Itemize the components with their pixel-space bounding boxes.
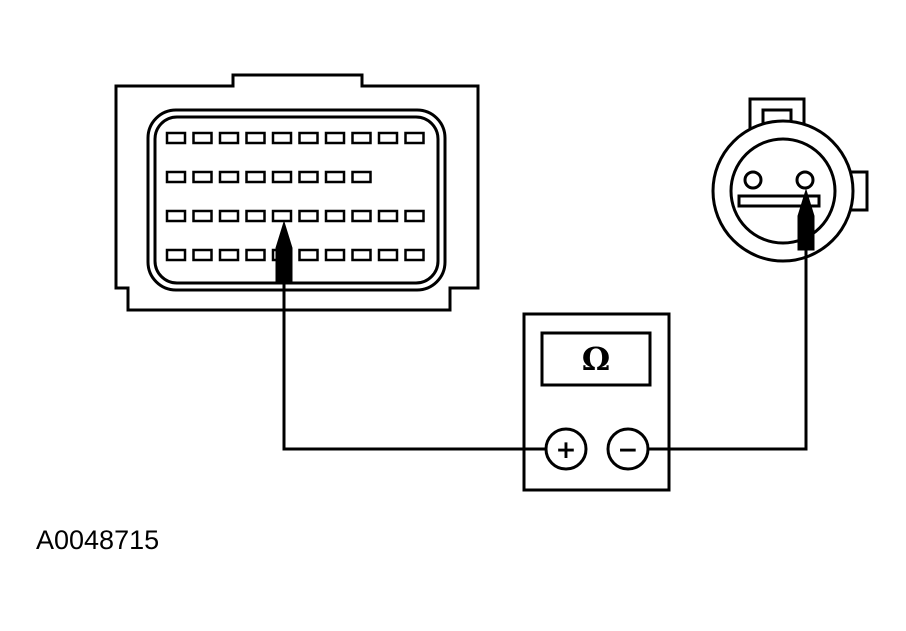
connector-pin-r3-5 <box>271 209 293 223</box>
connector-pin-r1-5 <box>271 131 293 145</box>
negative-terminal-sign: − <box>618 435 639 464</box>
connector-pin-r3-6 <box>298 209 319 223</box>
figure-id-label: A0048715 <box>36 525 160 555</box>
connector-pin-r2-6 <box>298 170 319 184</box>
connector-pin-r4-4 <box>245 248 266 262</box>
connector-pin-r4-8 <box>351 248 372 262</box>
connector-pin-r1-10 <box>404 131 425 145</box>
connector-pin-r2-5 <box>271 170 293 184</box>
connector-pin-grid <box>165 131 425 262</box>
connector-pin-r3-3 <box>218 209 240 223</box>
positive-terminal-sign: + <box>556 435 577 464</box>
component-pin-2 <box>795 170 815 190</box>
connector-face-inner <box>153 115 440 285</box>
ohmmeter-display <box>540 331 652 387</box>
connector-pin-r4-6 <box>298 248 319 262</box>
connector-pin-r4-9 <box>377 248 399 262</box>
connector-pin-r4-3 <box>218 248 240 262</box>
connector-pin-r1-7 <box>324 131 346 145</box>
connector-pin-r3-10 <box>404 209 425 223</box>
connector-pin-r2-1 <box>165 170 187 184</box>
connector-pin-r1-1 <box>165 131 187 145</box>
connector-pin-r3-8 <box>351 209 372 223</box>
multi-pin-connector <box>114 73 480 312</box>
connector-pin-r3-9 <box>377 209 399 223</box>
connector-pin-r3-2 <box>192 209 213 223</box>
connector-pin-r1-9 <box>377 131 399 145</box>
connector-pin-r3-1 <box>165 209 187 223</box>
connector-pin-r3-7 <box>324 209 346 223</box>
positive-test-lead <box>282 280 546 451</box>
connector-pin-r2-2 <box>192 170 213 184</box>
positive-probe-tip <box>275 220 293 283</box>
connector-pin-r2-4 <box>245 170 266 184</box>
connector-pin-r4-1 <box>165 248 187 262</box>
connector-pin-r1-8 <box>351 131 372 145</box>
component-connector <box>711 97 869 263</box>
connector-pin-r2-3 <box>218 170 240 184</box>
negative-probe-tip <box>797 188 815 251</box>
connector-pin-r1-3 <box>218 131 240 145</box>
ohmmeter: Ω + − <box>522 312 671 492</box>
connector-pin-r3-4 <box>245 209 266 223</box>
component-body-inner <box>729 137 837 245</box>
negative-test-lead <box>648 245 808 451</box>
connector-pin-r2-8 <box>351 170 372 184</box>
connector-pin-r1-4 <box>245 131 266 145</box>
component-key-bar <box>737 194 821 208</box>
component-pin-1 <box>743 170 763 190</box>
test-probes <box>275 188 815 283</box>
connector-pin-r2-7 <box>324 170 346 184</box>
connector-pin-r4-7 <box>324 248 346 262</box>
connector-pin-r1-2 <box>192 131 213 145</box>
ohm-symbol: Ω <box>582 340 610 378</box>
connector-pin-r4-10 <box>404 248 425 262</box>
connector-pin-r1-6 <box>298 131 319 145</box>
test-leads <box>282 245 808 451</box>
connector-pin-r4-2 <box>192 248 213 262</box>
connector-housing <box>114 73 480 312</box>
connector-face-outer <box>146 108 447 292</box>
